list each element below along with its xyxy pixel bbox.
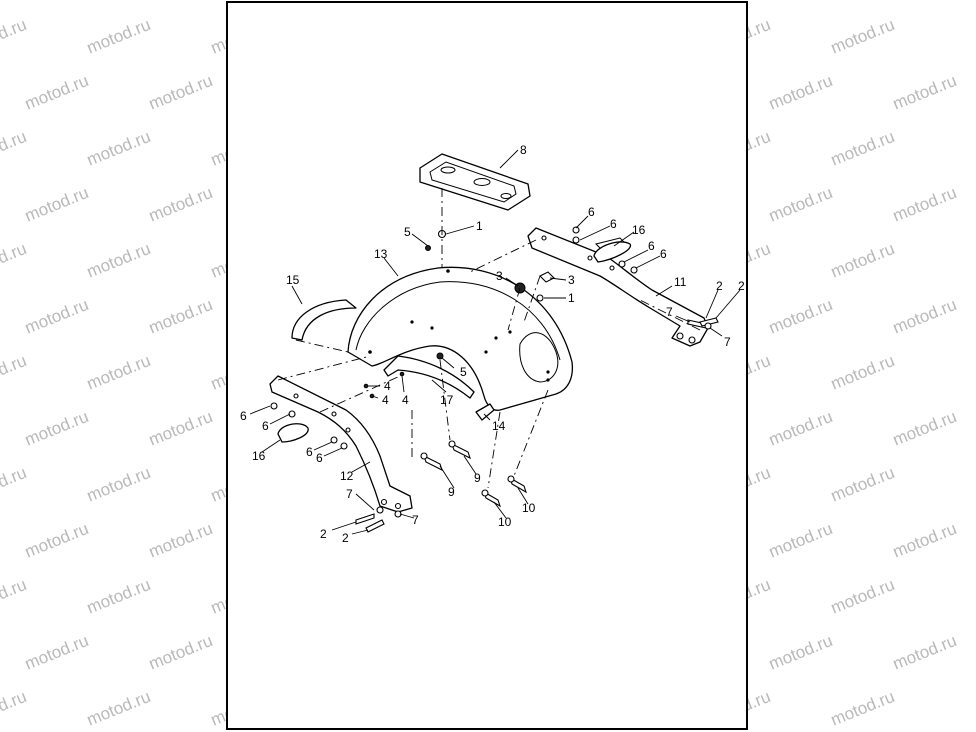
callout-1: 1 <box>476 219 483 233</box>
callout-3: 3 <box>568 273 575 287</box>
plate-part-16-left <box>277 423 309 443</box>
callout-5: 5 <box>460 365 467 379</box>
left-support-rail-part-12 <box>269 375 413 513</box>
callout-10: 10 <box>522 501 536 515</box>
clamp-part-10-a <box>481 489 501 508</box>
callout-4: 4 <box>382 393 389 407</box>
assembly-lines <box>277 188 701 489</box>
callout-9: 9 <box>474 471 481 485</box>
callout-15: 15 <box>286 273 300 287</box>
callout-6: 6 <box>588 205 595 219</box>
callout-10: 10 <box>498 515 512 529</box>
clamp-part-10-b <box>507 475 527 494</box>
callout-6: 6 <box>306 445 313 459</box>
callout-7: 7 <box>666 305 673 319</box>
callout-11: 11 <box>674 275 687 289</box>
callout-9: 9 <box>448 485 455 499</box>
callout-7: 7 <box>412 513 419 527</box>
callout-6: 6 <box>648 239 655 253</box>
callout-6: 6 <box>610 217 617 231</box>
callout-labels: 8 1 5 13 3 3 1 15 6 6 16 6 6 11 2 2 7 7 … <box>240 143 745 545</box>
callout-16: 16 <box>632 223 646 237</box>
callout-2: 2 <box>342 531 349 545</box>
trim-strip-part-15 <box>291 299 357 341</box>
callout-6: 6 <box>240 409 247 423</box>
callout-7: 7 <box>724 335 731 349</box>
leader-lines <box>249 149 741 535</box>
clip-part-14 <box>475 403 495 421</box>
callout-2: 2 <box>716 279 723 293</box>
callout-6: 6 <box>316 451 323 465</box>
stud-part-9-b <box>448 440 471 460</box>
callout-2: 2 <box>320 527 327 541</box>
rear-fender-part-13 <box>347 266 574 411</box>
callout-12: 12 <box>340 469 354 483</box>
callout-2: 2 <box>738 279 745 293</box>
callout-6: 6 <box>660 247 667 261</box>
stud-part-9-a <box>420 452 443 472</box>
cover-plate-part-8 <box>419 153 531 211</box>
right-support-rail-part-11 <box>527 227 709 347</box>
callout-1: 1 <box>568 291 575 305</box>
callout-14: 14 <box>492 419 506 433</box>
callout-8: 8 <box>520 143 527 157</box>
plate-part-16-right <box>593 241 631 263</box>
callout-13: 13 <box>374 247 388 261</box>
callout-3: 3 <box>496 269 503 283</box>
callout-4: 4 <box>384 379 391 393</box>
callout-16: 16 <box>252 449 266 463</box>
callout-7: 7 <box>346 487 353 501</box>
callout-4: 4 <box>402 393 409 407</box>
callout-6: 6 <box>262 419 269 433</box>
callout-5: 5 <box>404 225 411 239</box>
inner-bracket-part-17 <box>383 355 475 399</box>
callout-17: 17 <box>440 393 454 407</box>
